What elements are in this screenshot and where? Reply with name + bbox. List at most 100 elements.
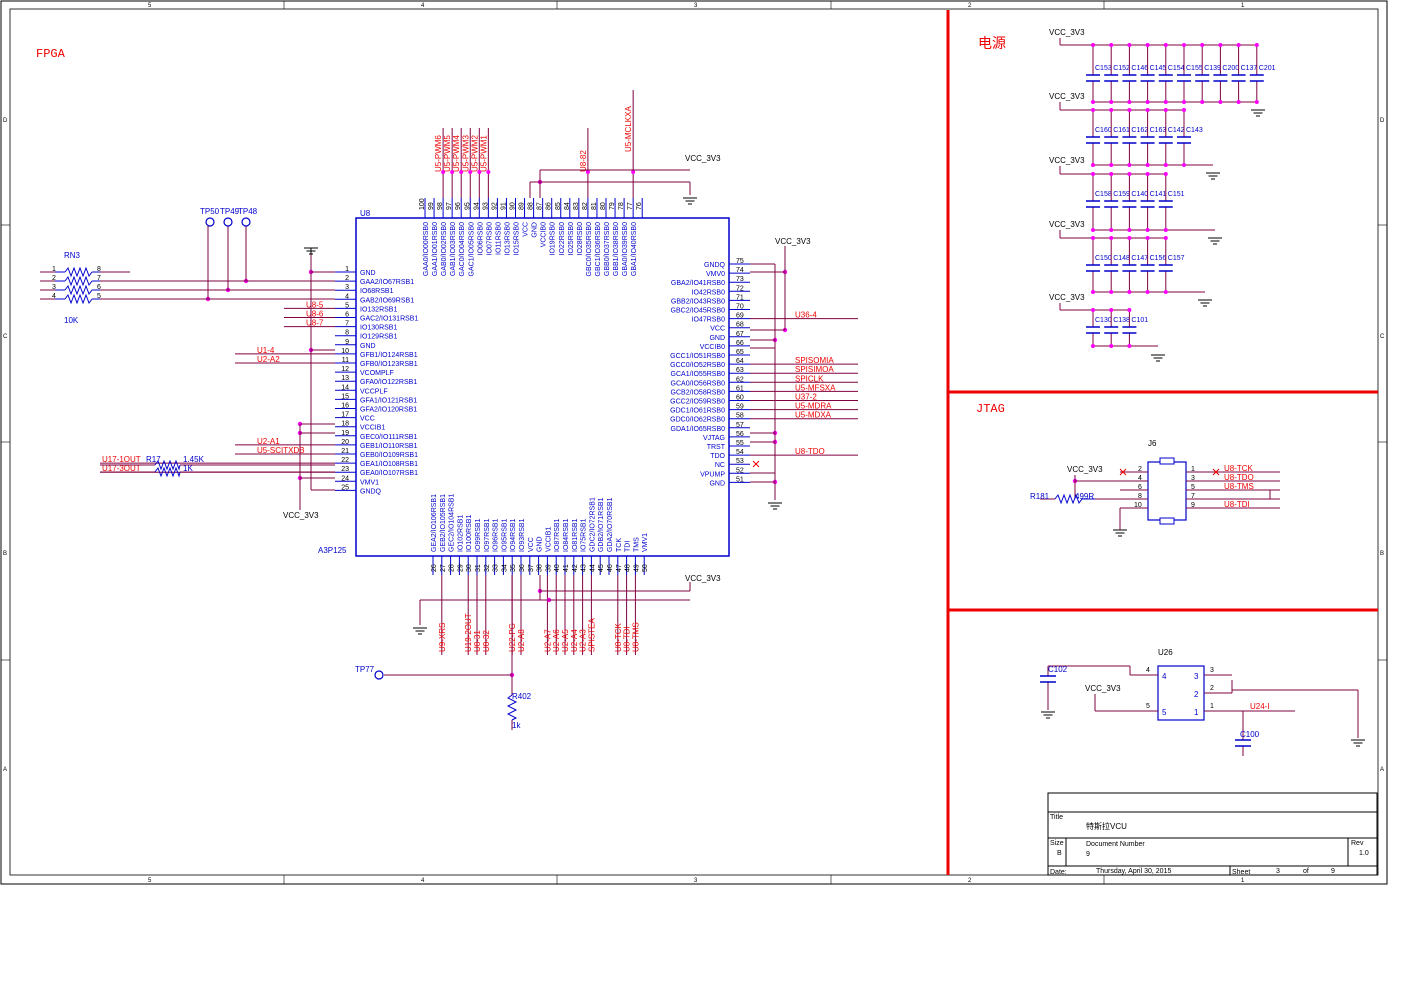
c100-ref: C100 bbox=[1240, 730, 1260, 739]
junction-dot bbox=[441, 170, 446, 174]
u8-pin-name: GEC0/IO111RSB1 bbox=[360, 434, 417, 441]
border-col-label: 1 bbox=[1241, 3, 1245, 9]
net-label: U5-PWM4 bbox=[452, 135, 461, 172]
u8-pin-name: GBA1/IO40RSB0 bbox=[631, 222, 638, 276]
junction-dot bbox=[1145, 172, 1150, 176]
junction-dot bbox=[1182, 43, 1186, 47]
r402-value: 1k bbox=[512, 721, 521, 730]
capacitor-ref: C146 bbox=[1131, 65, 1148, 72]
u26-pin-5-out: 5 bbox=[1146, 703, 1150, 710]
u8-pin-name: GAC1/IO05RSB0 bbox=[468, 222, 475, 277]
cap-vcc-label: VCC_3V3 bbox=[1049, 92, 1085, 101]
rev-label: Rev bbox=[1351, 840, 1364, 847]
u8-pin-number: 8 bbox=[345, 330, 349, 337]
u8-pin-number: 44 bbox=[589, 564, 596, 572]
j6-net-tck: U8-TCK bbox=[1224, 464, 1254, 473]
u8-pin-name: VCC bbox=[523, 222, 530, 237]
u8-pin-number: 88 bbox=[528, 202, 535, 210]
u8-pin-number: 72 bbox=[736, 285, 744, 292]
u8-pin-number: 3 bbox=[345, 284, 349, 291]
u8-pin-name: GDC1/IO61RSB0 bbox=[670, 408, 725, 415]
u8-pin-name: GDC0/IO62RSB0 bbox=[670, 417, 725, 424]
u8-pin-number: 80 bbox=[600, 202, 607, 210]
border-col-label: 3 bbox=[694, 878, 698, 884]
j6-pin-3: 3 bbox=[1191, 475, 1195, 482]
u8-pin-number: 77 bbox=[627, 202, 634, 210]
junction-dot bbox=[1109, 108, 1114, 112]
net-label: U5-MDRA bbox=[795, 402, 832, 411]
rn3-pin-2: 2 bbox=[52, 275, 56, 282]
u8-pin-name: GBC0/IO35RSB0 bbox=[586, 222, 593, 277]
capacitor-ref: C154 bbox=[1168, 65, 1185, 72]
u8-pin-number: 86 bbox=[546, 202, 553, 210]
u8-pin-name: GAA0/IO00RSB0 bbox=[423, 222, 430, 276]
u8-pin-name: GEB2/IO105RSB1 bbox=[440, 494, 447, 552]
u8-pin-number: 85 bbox=[555, 202, 562, 210]
u8-pin-name: TDI bbox=[625, 541, 632, 552]
u8-pin-name: IO19RSB0 bbox=[550, 222, 557, 256]
net-label: U17-1OUT bbox=[102, 455, 141, 464]
junction-dot bbox=[1236, 43, 1241, 47]
net-label: U1-4 bbox=[257, 346, 275, 355]
capacitor-ref: C101 bbox=[1131, 317, 1148, 324]
u8-pin-number: 95 bbox=[464, 202, 471, 210]
junction-dot bbox=[1109, 228, 1114, 232]
j6-ref: J6 bbox=[1148, 439, 1157, 448]
net-label: U5-PWM5 bbox=[443, 135, 452, 172]
j6-pin-9: 9 bbox=[1191, 502, 1195, 509]
cap-vcc-label: VCC_3V3 bbox=[1049, 28, 1085, 37]
border-col-label: 3 bbox=[694, 3, 698, 9]
u8-pin-number: 54 bbox=[736, 449, 744, 456]
section-power-heading: 电源 bbox=[978, 35, 1006, 51]
capacitor-ref: C200 bbox=[1222, 65, 1239, 72]
junction-dot bbox=[1091, 100, 1095, 104]
r181-ref: R181 bbox=[1030, 492, 1050, 501]
capacitor-ref: C156 bbox=[1150, 255, 1167, 262]
capacitor-ref: C145 bbox=[1150, 65, 1167, 72]
u8-pin-number: 69 bbox=[736, 313, 744, 320]
junction-dot bbox=[1109, 344, 1114, 348]
title-label: Title bbox=[1050, 814, 1063, 821]
u8-pin-name: VCC bbox=[528, 537, 535, 552]
u8-pin-name: GAB1/IO03RSB0 bbox=[450, 222, 457, 276]
u8-pin-number: 73 bbox=[736, 276, 744, 283]
outer-frame bbox=[0, 0, 1388, 885]
u8-pin-number: 70 bbox=[736, 304, 744, 311]
border-row-label: B bbox=[3, 551, 7, 557]
u8-pin-number: 36 bbox=[519, 564, 526, 572]
u8-pin-number: 18 bbox=[341, 421, 349, 428]
j6-nc-marks bbox=[1119, 468, 1220, 476]
u8-pin-name: IO25RSB0 bbox=[568, 222, 575, 256]
j6-wiring bbox=[1040, 471, 1280, 530]
net-label: U2-A4 bbox=[570, 629, 579, 652]
u8-pin-number: 17 bbox=[341, 412, 349, 419]
u8-pin-number: 51 bbox=[736, 476, 744, 483]
border-row-label: C bbox=[3, 334, 8, 340]
ground-symbol bbox=[1151, 354, 1165, 362]
u8-pin-name: TCK bbox=[616, 538, 623, 552]
capacitor-ref: C140 bbox=[1131, 191, 1148, 198]
u8-pin-number: 21 bbox=[341, 448, 349, 455]
junction-dot bbox=[1109, 308, 1114, 312]
u8-pin-name: IO87RSB1 bbox=[554, 518, 561, 552]
capacitor-ref: C139 bbox=[1204, 65, 1221, 72]
u8-pin-name: IO75RSB1 bbox=[581, 518, 588, 552]
rn3-pin-7: 7 bbox=[97, 275, 101, 282]
u8-pin-name: GEA1/IO108RSB1 bbox=[360, 461, 418, 468]
u8-pin-name: VCC bbox=[710, 326, 725, 333]
junction-dot bbox=[1182, 108, 1186, 112]
u8-pin-number: 7 bbox=[345, 321, 349, 328]
u8-pin-number: 74 bbox=[736, 267, 744, 274]
junction-dot bbox=[468, 170, 473, 174]
vcc-bottom-label: VCC_3V3 bbox=[685, 574, 721, 583]
junction-dot bbox=[1163, 100, 1168, 104]
junction-dot bbox=[1145, 236, 1150, 240]
u8-pin-number: 31 bbox=[475, 564, 482, 572]
u8-pin-name: VCCIB0 bbox=[541, 222, 548, 247]
junction-dot bbox=[1091, 236, 1095, 240]
u8-pin-number: 48 bbox=[625, 564, 632, 572]
junction-dot bbox=[1109, 100, 1114, 104]
capacitor-ref: C153 bbox=[1095, 65, 1112, 72]
junction-dot bbox=[1091, 108, 1095, 112]
